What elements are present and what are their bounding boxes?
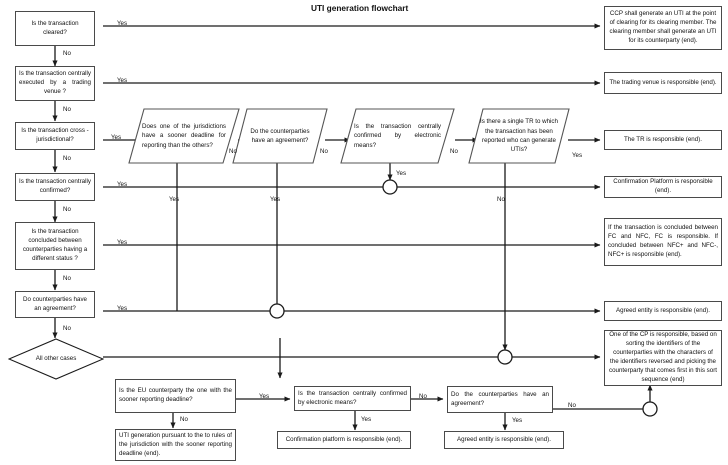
edge-label-d4-no: No: [63, 206, 71, 213]
decision-electronic-confirm-para-label: Is the transaction centrally confirmed b…: [354, 123, 441, 149]
outcome-bottom-agreed-entity: Agreed entity is responsible (end).: [444, 431, 564, 449]
edge-label-p3-yes: Yes: [396, 170, 407, 177]
edge-label-d2-yes: Yes: [117, 77, 128, 84]
outcome-agreed-entity: Agreed entity is responsible (end).: [604, 301, 722, 321]
decision-cross-jurisdictional[interactable]: Is the transaction cross -jurisdictional…: [15, 122, 95, 150]
outcome-confirmation-platform: Confirmation Platform is responsible (en…: [604, 176, 722, 198]
decision-sooner-deadline[interactable]: Does one of the jurisdictions have a soo…: [128, 108, 240, 164]
outcome-confirmation-platform-label: Confirmation Platform is responsible (en…: [613, 178, 713, 194]
decision-single-tr-para-label: Is there a single TR to which the transa…: [480, 118, 558, 154]
edge-label-d3-yes: Yes: [111, 134, 122, 141]
edge-label-bq3-no: No: [568, 402, 576, 409]
edge-label-p4-no: No: [497, 196, 505, 203]
edge-label-bq2-no: No: [419, 393, 427, 400]
edge-label-bq1-yes: Yes: [259, 393, 270, 400]
decision-different-status-label: Is the transaction concluded between cou…: [22, 228, 88, 262]
edge-label-d5-yes: Yes: [117, 239, 128, 246]
edge-label-bq1-no: No: [180, 416, 188, 423]
outcome-tr-responsible: The TR is responsible (end).: [604, 130, 722, 150]
decision-bottom-cp-agreement[interactable]: Do the counterparties have an agreement?: [447, 386, 553, 413]
edge-label-bq3-yes: Yes: [512, 417, 523, 424]
decision-transaction-cleared[interactable]: Is the transaction cleared?: [15, 11, 95, 46]
edge-label-d5-no: No: [63, 275, 71, 282]
outcome-tr-responsible-label: The TR is responsible (end).: [624, 135, 702, 143]
decision-bottom-electronic-confirm-label: Is the transaction centrally confirmed b…: [298, 389, 407, 406]
edge-label-p1-yes: Yes: [169, 196, 180, 203]
decision-single-tr-para[interactable]: Is there a single TR to which the transa…: [468, 108, 570, 164]
outcome-trading-venue: The trading venue is responsible (end).: [604, 72, 722, 94]
edge-label-d1-yes: Yes: [117, 20, 128, 27]
outcome-ccp-generates-uti-label: CCP shall generate an UTI at the point o…: [609, 10, 717, 44]
outcome-ccp-generates-uti: CCP shall generate an UTI at the point o…: [604, 6, 722, 50]
decision-cp-agreement-para[interactable]: Do the counterparties have an agreement?: [232, 108, 328, 164]
decision-counterparties-agreement-label: Do counterparties have an agreement?: [23, 295, 87, 312]
decision-eu-counterparty-sooner-deadline[interactable]: Is the EU counterparty the one with the …: [115, 379, 236, 413]
edge-label-p2-yes: Yes: [270, 196, 281, 203]
outcome-bottom-confirmation-platform: Confirmation platform is responsible (en…: [277, 431, 411, 449]
outcome-sorted-identifier-cp-label: One of the CP is responsible, based on s…: [609, 331, 717, 383]
outcome-bottom-confirmation-platform-label: Confirmation platform is responsible (en…: [285, 435, 403, 443]
edge-label-d3-no: No: [63, 155, 71, 162]
outcome-trading-venue-label: The trading venue is responsible (end).: [609, 78, 717, 86]
decision-centrally-executed-label: Is the transaction centrally executed by…: [19, 70, 91, 95]
decision-counterparties-agreement[interactable]: Do counterparties have an agreement?: [15, 291, 95, 318]
decision-bottom-cp-agreement-label: Do the counterparties have an agreement?: [451, 390, 549, 407]
decision-centrally-executed[interactable]: Is the transaction centrally executed by…: [15, 66, 95, 101]
outcome-sorted-identifier-cp: One of the CP is responsible, based on s…: [604, 330, 722, 386]
edge-label-p2-no: No: [320, 148, 328, 155]
decision-eu-counterparty-sooner-deadline-label: Is the EU counterparty the one with the …: [119, 387, 232, 403]
decision-centrally-confirmed[interactable]: Is the transaction centrally confirmed?: [15, 173, 95, 201]
edge-label-d1-no: No: [63, 50, 71, 57]
outcome-agreed-entity-label: Agreed entity is responsible (end).: [616, 306, 710, 314]
outcome-fc-nfc-responsible: If the transaction is concluded between …: [604, 218, 722, 266]
decision-all-other-cases[interactable]: All other cases: [8, 338, 104, 380]
decision-cp-agreement-para-label: Do the counterparties have an agreement?: [250, 127, 310, 144]
decision-electronic-confirm-para[interactable]: Is the transaction centrally confirmed b…: [340, 108, 455, 164]
decision-cross-jurisdictional-label: Is the transaction cross -jurisdictional…: [21, 127, 89, 143]
edge-label-p4-yes: Yes: [572, 152, 583, 159]
edge-label-d6-no: No: [63, 325, 71, 332]
edge-label-p1-no: No: [229, 148, 237, 155]
decision-centrally-confirmed-label: Is the transaction centrally confirmed?: [19, 178, 91, 194]
outcome-uti-pursuant-rules-label: UTI generation pursuant to the to rules …: [119, 431, 232, 457]
edge-label-p3-no: No: [450, 148, 458, 155]
outcome-bottom-agreed-entity-label: Agreed entity is responsible (end).: [457, 435, 551, 443]
edge-label-d4-yes: Yes: [117, 181, 128, 188]
decision-bottom-electronic-confirm[interactable]: Is the transaction centrally confirmed b…: [294, 386, 411, 411]
decision-sooner-deadline-label: Does one of the jurisdictions have a soo…: [142, 123, 226, 149]
outcome-fc-nfc-responsible-label: If the transaction is concluded between …: [608, 224, 718, 258]
edge-label-bq2-yes: Yes: [361, 416, 372, 423]
edge-label-d2-no: No: [63, 106, 71, 113]
decision-different-status[interactable]: Is the transaction concluded between cou…: [15, 222, 95, 270]
page-title: UTI generation flowchart: [311, 3, 409, 13]
decision-transaction-cleared-label: Is the transaction cleared?: [31, 19, 79, 36]
decision-all-other-cases-label: All other cases: [35, 354, 77, 362]
edge-label-d6-yes: Yes: [117, 305, 128, 312]
outcome-uti-pursuant-rules: UTI generation pursuant to the to rules …: [115, 429, 236, 461]
